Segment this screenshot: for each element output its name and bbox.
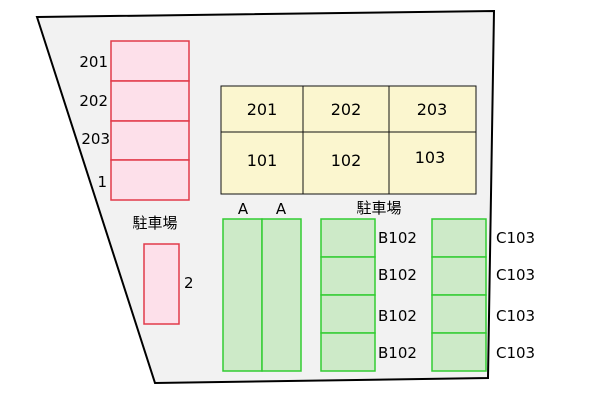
unit-label-203: 203: [417, 100, 448, 119]
b-label-3: B102: [378, 307, 417, 325]
c-parking-space-3: [431, 294, 487, 334]
parking-label-right: 駐車場: [356, 199, 401, 217]
c-parking-space-1: [431, 218, 487, 258]
a-label-2: A: [276, 200, 287, 218]
unit-label-102: 102: [331, 151, 362, 170]
c-parking-space-4: [431, 332, 487, 372]
c-label-3: C103: [496, 307, 535, 325]
b-parking-space-1: [320, 218, 376, 258]
b-label-2: B102: [378, 266, 417, 284]
left-parking-space-201: [110, 40, 190, 82]
b-parking-space-4: [320, 332, 376, 372]
parking-label-left: 駐車場: [132, 214, 177, 232]
left-parking-space-2: [143, 243, 180, 325]
unit-label-101: 101: [247, 151, 278, 170]
b-parking-space-2: [320, 256, 376, 296]
c-label-1: C103: [496, 229, 535, 247]
c-parking-space-2: [431, 256, 487, 296]
left-space-label-201: 201: [79, 53, 108, 71]
building-outline: [220, 85, 477, 195]
building: 201 202 203 101 102 103: [220, 85, 477, 195]
left-parking-space-1: [110, 159, 190, 201]
a-label-1: A: [238, 200, 249, 218]
c-label-2: C103: [496, 266, 535, 284]
left-space-label-1: 1: [97, 173, 107, 191]
left-space-label-2: 2: [184, 274, 194, 292]
left-parking-space-203: [110, 120, 190, 161]
unit-label-103: 103: [415, 148, 446, 167]
b-label-1: B102: [378, 229, 417, 247]
unit-label-201: 201: [247, 100, 278, 119]
unit-label-202: 202: [331, 100, 362, 119]
c-label-4: C103: [496, 344, 535, 362]
a-parking-space-2: [261, 218, 302, 372]
left-parking-stack: 201 202 203 1: [79, 40, 190, 201]
left-parking-space-202: [110, 80, 190, 122]
left-space-label-202: 202: [79, 92, 108, 110]
b-parking-space-3: [320, 294, 376, 334]
a-parking-space-1: [222, 218, 263, 372]
b-label-4: B102: [378, 344, 417, 362]
left-space-label-203: 203: [81, 130, 110, 148]
